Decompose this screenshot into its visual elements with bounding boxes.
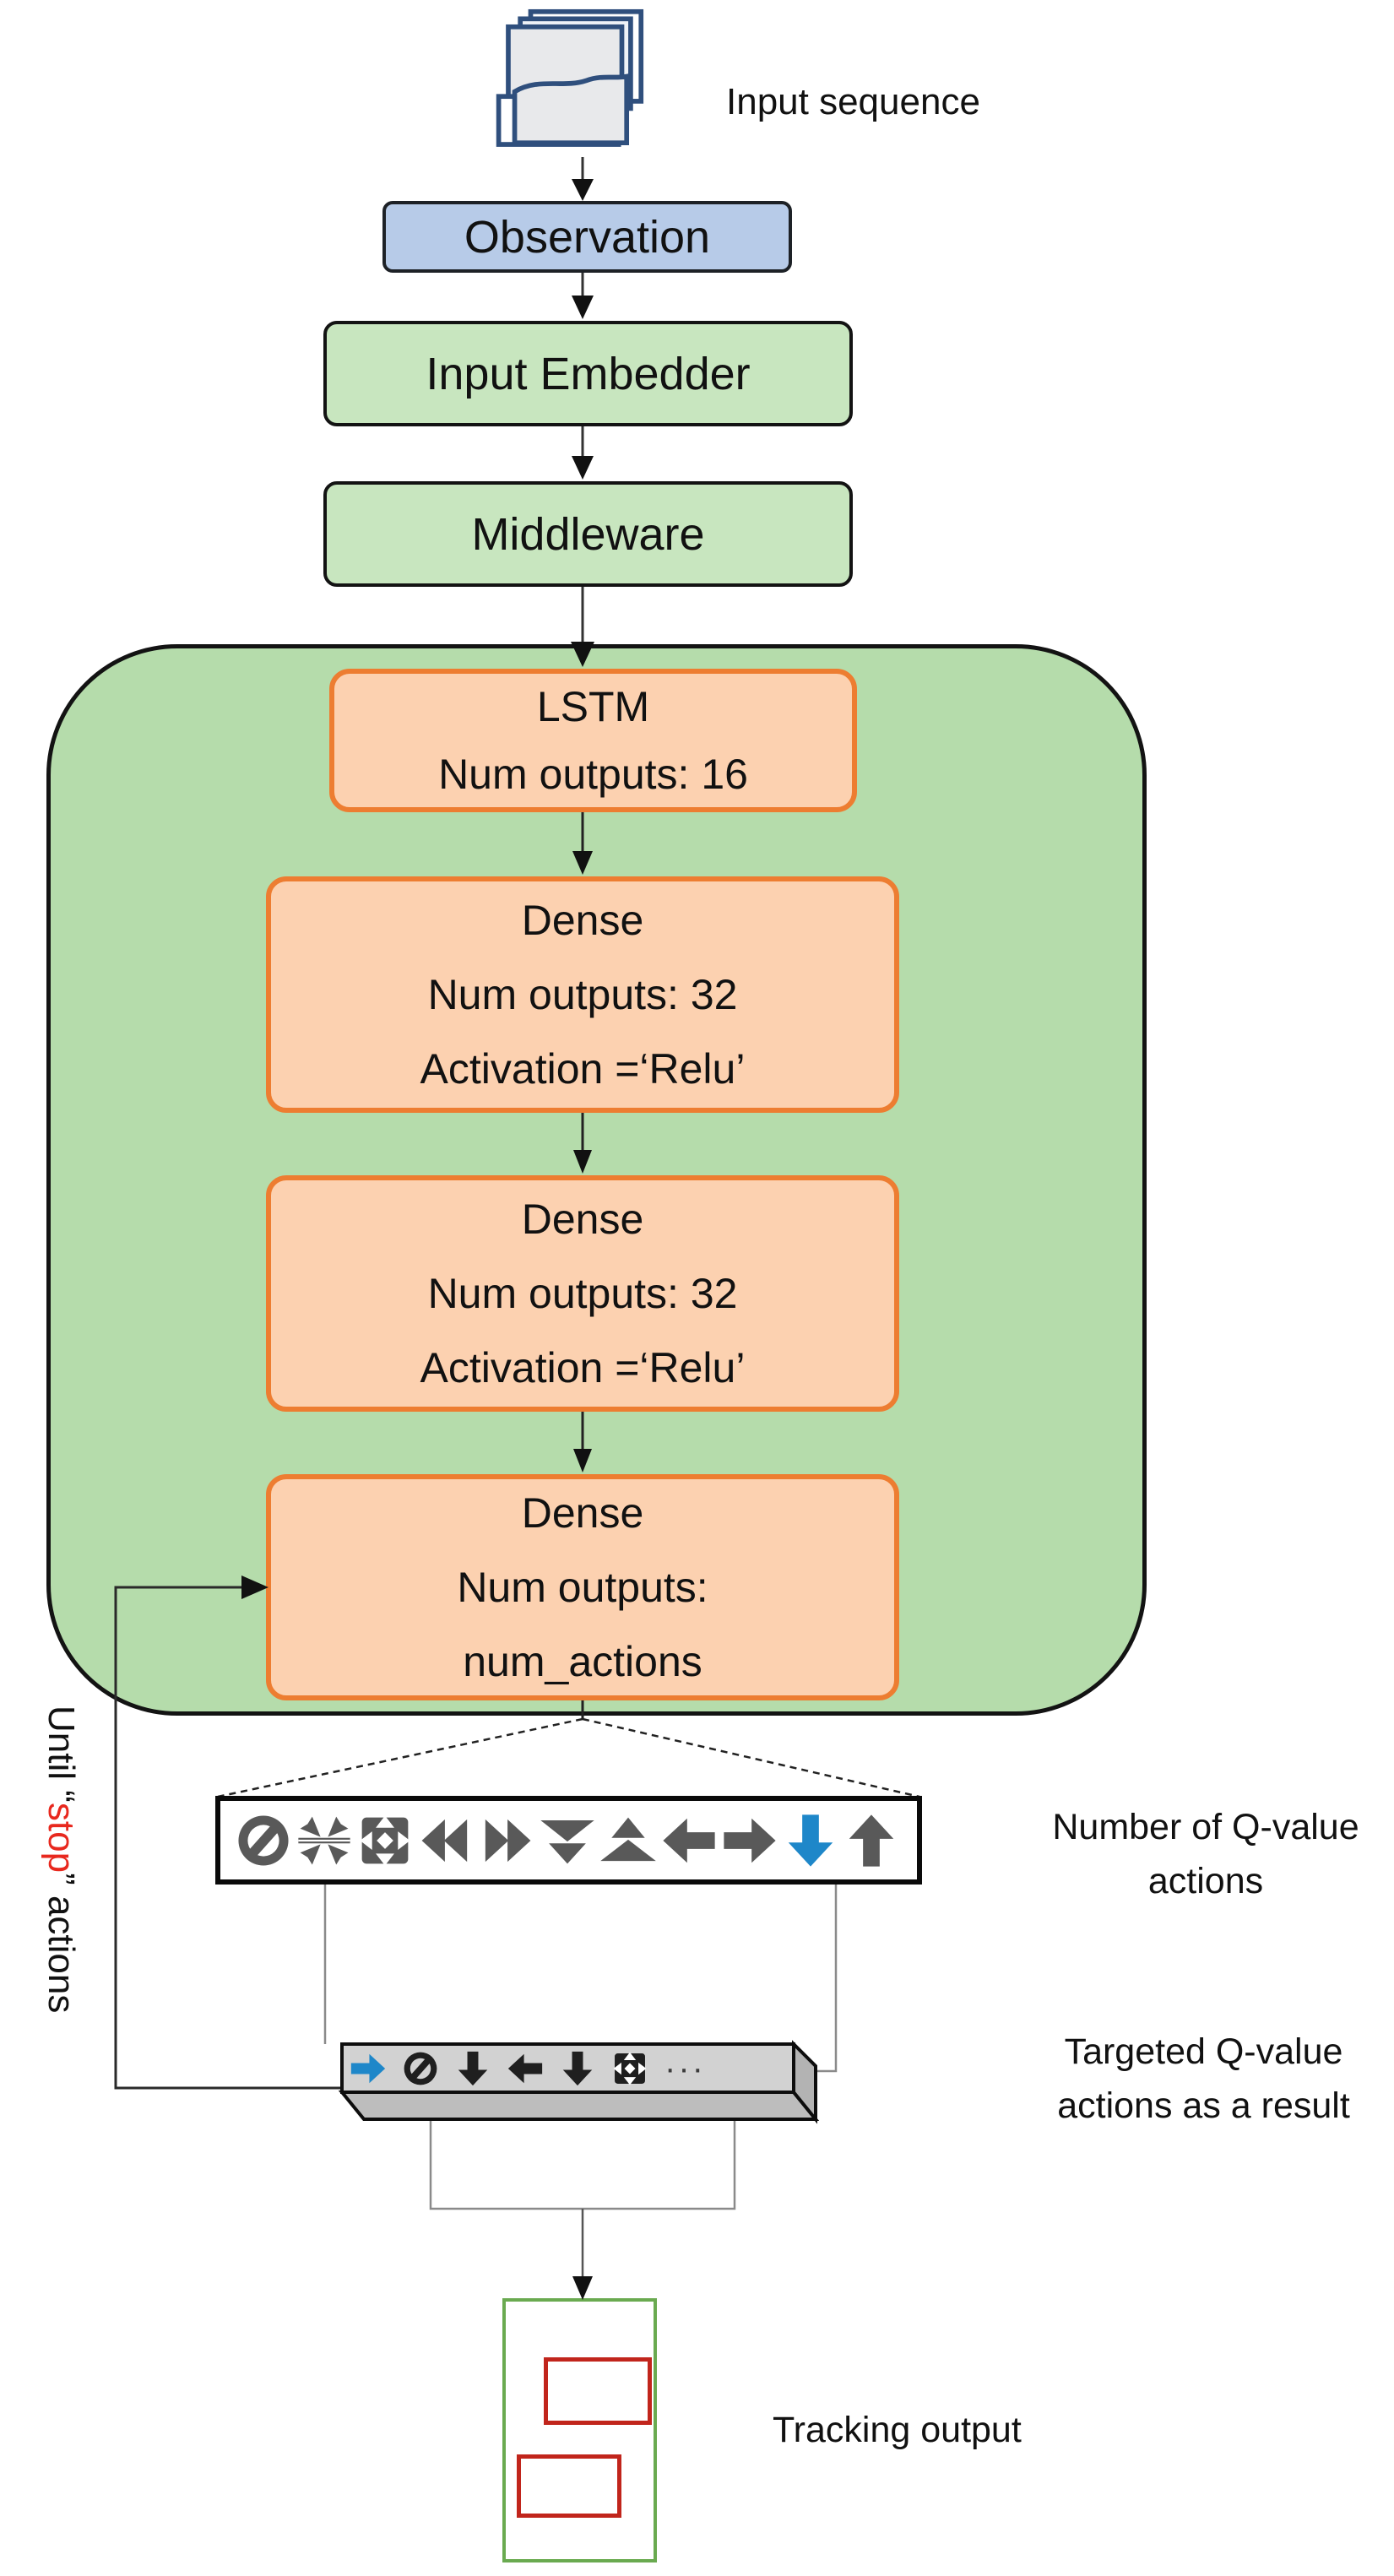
- q-actions-count-label: Number of Q-value actions: [1052, 1807, 1359, 1901]
- q-value-actions-box: [215, 1796, 922, 1885]
- up-arrow-icon: [842, 1811, 901, 1870]
- bounding-box-2: [517, 2454, 621, 2518]
- node-input-embedder: Input Embedder: [323, 321, 853, 426]
- dense-num-outputs: Num outputs: 32: [427, 1270, 738, 1317]
- lstm-title: LSTM: [536, 683, 650, 730]
- dense-num-outputs: Num outputs:: [457, 1564, 708, 1611]
- right-arrow-icon: [720, 1811, 779, 1870]
- node-dense-3: Dense Num outputs: num_actions: [266, 1474, 899, 1700]
- node-observation: Observation: [382, 201, 792, 273]
- left-arrow-icon: [659, 1811, 719, 1870]
- tracking-output-frame: [502, 2298, 657, 2562]
- shrink-up-icon: [599, 1811, 658, 1870]
- dense-num-outputs: Num outputs: 32: [427, 971, 738, 1018]
- tracking-output-label: Tracking output: [773, 2410, 1022, 2450]
- expand-icon: [355, 1811, 415, 1870]
- node-lstm: LSTM Num outputs: 16: [329, 669, 857, 812]
- dense-title: Dense: [521, 1196, 644, 1243]
- dense-activation: Activation =‘Relu’: [420, 1344, 746, 1391]
- targeted-bar-icons: ···: [349, 2048, 788, 2089]
- input-sequence-stack-icon: [490, 8, 663, 160]
- compress-icon: [295, 1811, 354, 1870]
- right-arrow-icon: [349, 2049, 388, 2088]
- no-symbol-icon: [234, 1811, 293, 1870]
- input-sequence-label: Input sequence: [726, 81, 980, 122]
- node-middleware: Middleware: [323, 481, 853, 587]
- loop-condition-label: Until “stop” actions: [41, 1706, 82, 2014]
- bounding-box-1: [544, 2357, 652, 2425]
- dense-title: Dense: [521, 897, 644, 944]
- expand-icon: [610, 2049, 649, 2088]
- ellipsis-icon: ···: [664, 2050, 706, 2087]
- double-right-icon: [477, 1811, 536, 1870]
- double-left-icon: [416, 1811, 475, 1870]
- node-dense-2: Dense Num outputs: 32 Activation =‘Relu’: [266, 1175, 899, 1412]
- shrink-down-icon: [538, 1811, 597, 1870]
- down-arrow-icon: [558, 2049, 597, 2088]
- down-arrow-icon: [781, 1811, 840, 1870]
- dense-num-actions: num_actions: [463, 1638, 702, 1685]
- dense-activation: Activation =‘Relu’: [420, 1045, 746, 1093]
- dense-title: Dense: [521, 1489, 644, 1537]
- down-arrow-icon: [453, 2049, 492, 2088]
- targeted-actions-label: Targeted Q-value actions as a result: [1057, 2031, 1350, 2126]
- node-dense-1: Dense Num outputs: 32 Activation =‘Relu’: [266, 876, 899, 1113]
- left-arrow-icon: [506, 2049, 545, 2088]
- stop-keyword: stop: [41, 1802, 82, 1874]
- no-symbol-icon: [401, 2049, 440, 2088]
- lstm-num-outputs: Num outputs: 16: [438, 751, 748, 798]
